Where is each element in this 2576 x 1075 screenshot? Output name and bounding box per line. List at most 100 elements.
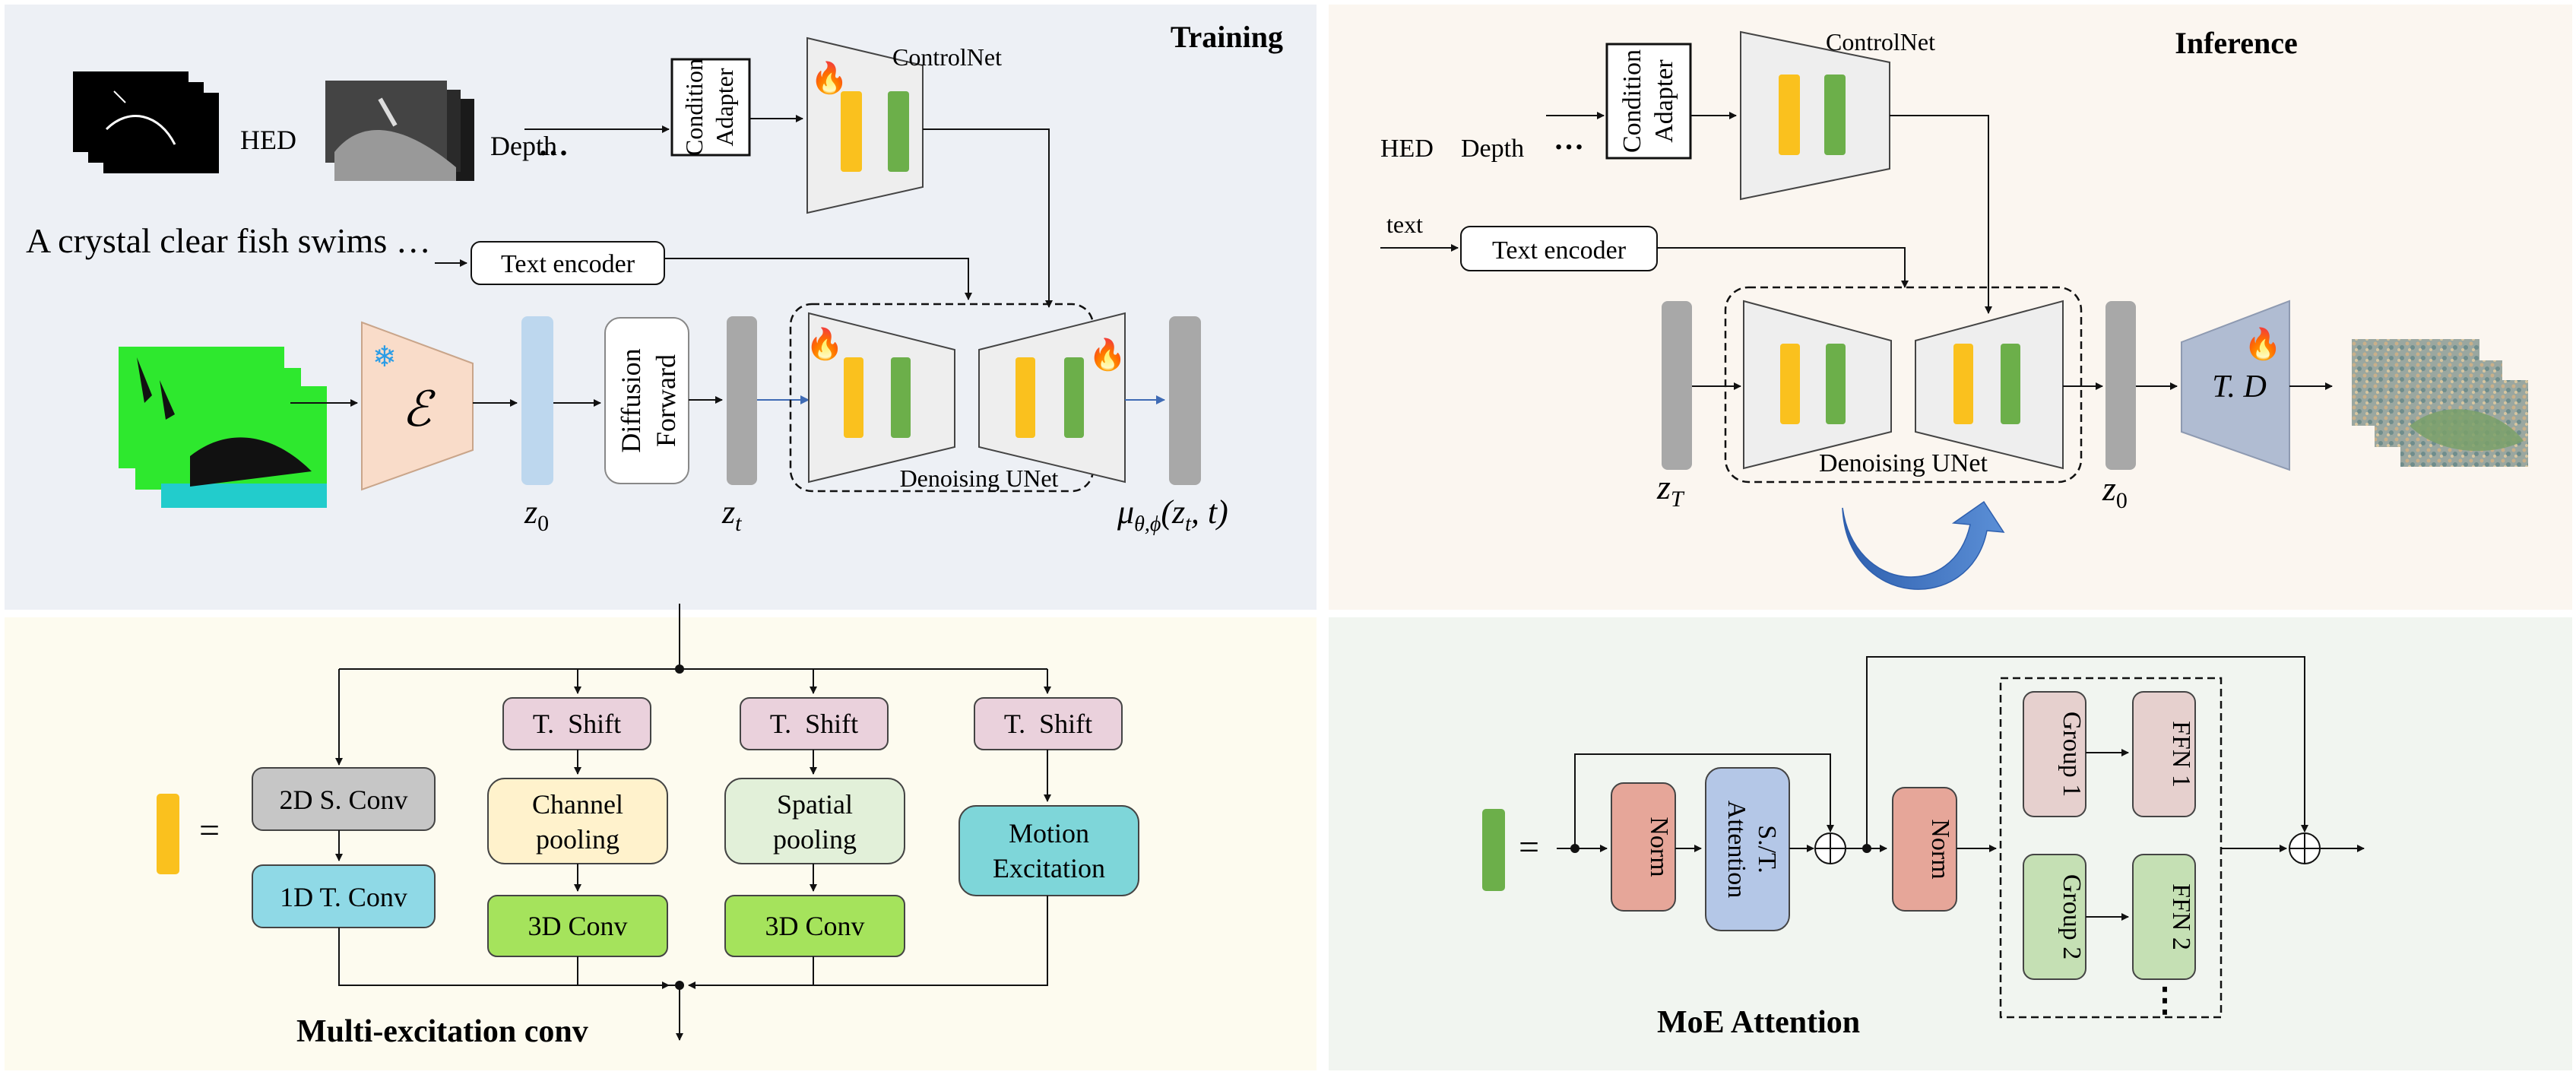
channel-pooling-label-2: pooling [536,824,619,855]
temporal-shift-label: T. Shift [770,709,858,739]
unet-encoder-yellow-bar [844,357,863,438]
flame-icon: 🔥 [806,326,844,361]
denoising-unet-container [1724,286,2083,484]
norm-label: Norm [1926,819,1954,879]
hed-label: HED [1380,135,1434,163]
moe-attention-title: MoE Attention [1657,1005,1860,1040]
group-1-box [2023,691,2086,817]
hed-label: HED [240,125,296,155]
diffusion-forward-label-2: Forward [651,354,681,447]
equals-sign: = [1519,827,1539,867]
spatial-pooling-label-2: pooling [773,824,857,855]
controlnet-green-bar [1824,75,1846,155]
unet-encoder-green-bar [891,357,911,438]
zt-label: zt [721,493,742,536]
condition-adapter-box [1605,43,1692,160]
1d-temporal-conv-label: 1D T. Conv [280,882,407,912]
attention-label-2: Attention [1722,801,1751,898]
flame-icon: 🔥 [2244,326,2282,361]
text-prompt: A crystal clear fish swims … [26,221,431,260]
diffusion-forward-label-1: Diffusion [616,348,646,452]
unet-encoder-trapezoid [808,312,955,484]
more-conditions: … [538,128,569,162]
vae-encoder [361,321,474,491]
green-bar-legend [1482,809,1505,891]
unet-decoder-trapezoid [1915,300,2064,470]
spatial-pooling-label-1: Spatial [777,789,853,820]
motion-excitation-label-1: Motion [1009,818,1089,848]
2d-spatial-conv-box [252,767,436,831]
iteration-loop-arrow [1842,500,2005,590]
unet-decoder-yellow-bar [1016,357,1035,438]
z0-latent [521,316,553,485]
training-title: Training [1171,20,1283,54]
ffn-1-box [2132,691,2196,817]
controlnet-label: ControlNet [1826,28,1935,55]
condition-adapter-label-2: Adapter [711,68,738,146]
output-latent [1169,316,1201,485]
3d-conv-box [724,895,905,957]
controlnet-trapezoid [1740,30,1890,201]
ffn-2-box [2132,854,2196,980]
motion-excitation-box [958,805,1139,896]
unet-decoder-green-bar [1064,357,1084,438]
text-encoder-label: Text encoder [501,250,635,278]
training-panel [5,5,1317,610]
temporal-decoder [2181,300,2290,471]
controlnet-label: ControlNet [892,43,1002,71]
z0-label: z0 [524,493,549,536]
motion-excitation-label-2: Excitation [993,853,1105,883]
attention-label-1: S./T. [1753,825,1781,874]
zT-label: zT [1656,468,1685,512]
2d-spatial-conv-label: 2D S. Conv [279,785,407,815]
unet-decoder-green-bar [2001,344,2020,424]
depth-label: Depth [1461,135,1524,163]
unet-encoder-trapezoid [1743,300,1892,470]
temporal-shift-label: T. Shift [533,709,621,739]
denoising-unet-label: Denoising UNet [900,465,1059,492]
z0-latent [2105,301,2136,470]
unet-encoder-yellow-bar [1780,344,1800,424]
depth-frames-stack [325,81,474,181]
group-2-label: Group 2 [2058,874,2086,959]
inference-panel [1329,5,2572,610]
flame-icon: 🔥 [1088,337,1126,372]
ffn-2-label: FFN 2 [2167,883,2195,950]
encoder-symbol: ℰ [402,382,436,436]
output-video-frames [2352,339,2528,467]
controlnet-green-bar [888,91,909,172]
output-label: μθ,ϕ(zt, t) [1117,493,1228,536]
unet-decoder-yellow-bar [1953,344,1973,424]
z0-label: z0 [2102,469,2128,513]
residual-add-icon [1814,832,1846,864]
controlnet-yellow-bar [1779,75,1800,155]
norm-label: Norm [1645,817,1673,877]
unet-encoder-green-bar [1826,344,1846,424]
controlnet-yellow-bar [841,91,862,172]
flame-icon: 🔥 [810,60,848,95]
equals-sign: = [199,810,220,851]
snowflake-icon: ❄ [372,341,397,373]
depth-label: Depth [490,131,557,161]
text-encoder-box [471,241,665,285]
condition-adapter-label-1: Condition [1618,49,1646,153]
multi-excitation-title: Multi-excitation conv [296,1014,588,1049]
more-experts: ⋮ [2148,981,2182,1019]
unet-decoder-trapezoid [978,312,1126,484]
decoder-label: T. D [2212,369,2267,404]
norm-box [1611,782,1676,912]
channel-pooling-label-1: Channel [532,789,623,820]
denoising-unet-label: Denoising UNet [1819,449,1988,477]
hed-frames-stack [73,71,219,173]
condition-adapter-box [670,58,751,157]
3d-conv-label: 3D Conv [765,911,864,941]
3d-conv-label: 3D Conv [528,911,627,941]
residual-add-icon [2289,832,2321,864]
yellow-bar-legend [157,794,179,874]
temporal-shift-label: T. Shift [1004,709,1092,739]
condition-adapter-label-1: Condition [680,59,708,156]
condition-adapter-label-2: Adapter [1650,59,1678,143]
input-video-frames [119,347,327,508]
